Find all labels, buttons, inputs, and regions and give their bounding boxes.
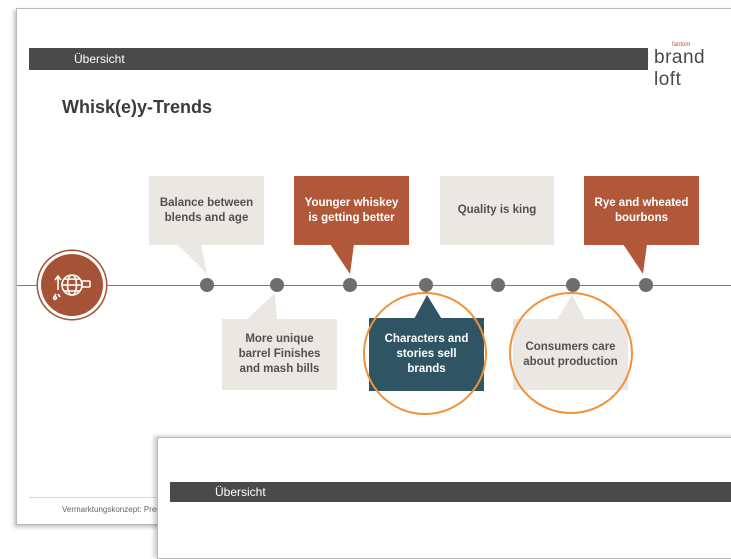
trend-box-balance: Balance between blends and age <box>149 176 264 245</box>
trend-box-quality: Quality is king <box>440 176 554 245</box>
header-bar: Übersicht <box>29 48 648 70</box>
timeline-dot-4 <box>419 278 433 292</box>
slide-preview[interactable]: Übersicht <box>157 437 731 559</box>
footer-text: Vermarktungskonzept: Premiu <box>62 505 170 514</box>
hub-circle <box>41 254 103 316</box>
slide-preview-header-bar: Übersicht <box>170 482 731 502</box>
trend-box-younger: Younger whiskey is getting better <box>294 176 409 245</box>
brand-loft-logo: fantom brand loft <box>654 42 724 90</box>
slide-preview-section-label: Übersicht <box>215 485 266 499</box>
trend-box-younger-tail <box>330 244 354 274</box>
trend-box-rye-tail <box>623 244 647 274</box>
logo-main-text: brand loft <box>654 47 706 90</box>
timeline-dot-5 <box>491 278 505 292</box>
section-label: Übersicht <box>74 52 125 66</box>
trend-box-balance-tail <box>177 244 207 274</box>
timeline-line <box>17 285 731 286</box>
timeline-dot-6 <box>566 278 580 292</box>
timeline-dot-2 <box>270 278 284 292</box>
trend-box-rye: Rye and wheated bourbons <box>584 176 699 245</box>
timeline-dot-7 <box>639 278 653 292</box>
globe-network-icon <box>52 274 91 301</box>
highlight-ring-consumers <box>509 292 633 414</box>
trend-box-unique: More unique barrel Finishes and mash bil… <box>222 319 337 390</box>
page-title: Whisk(e)y-Trends <box>62 97 213 117</box>
highlight-ring-characters <box>363 292 487 415</box>
logo-small-text: fantom <box>672 42 691 48</box>
timeline-dot-1 <box>200 278 214 292</box>
trend-box-unique-tail <box>245 293 277 321</box>
timeline-dot-3 <box>343 278 357 292</box>
